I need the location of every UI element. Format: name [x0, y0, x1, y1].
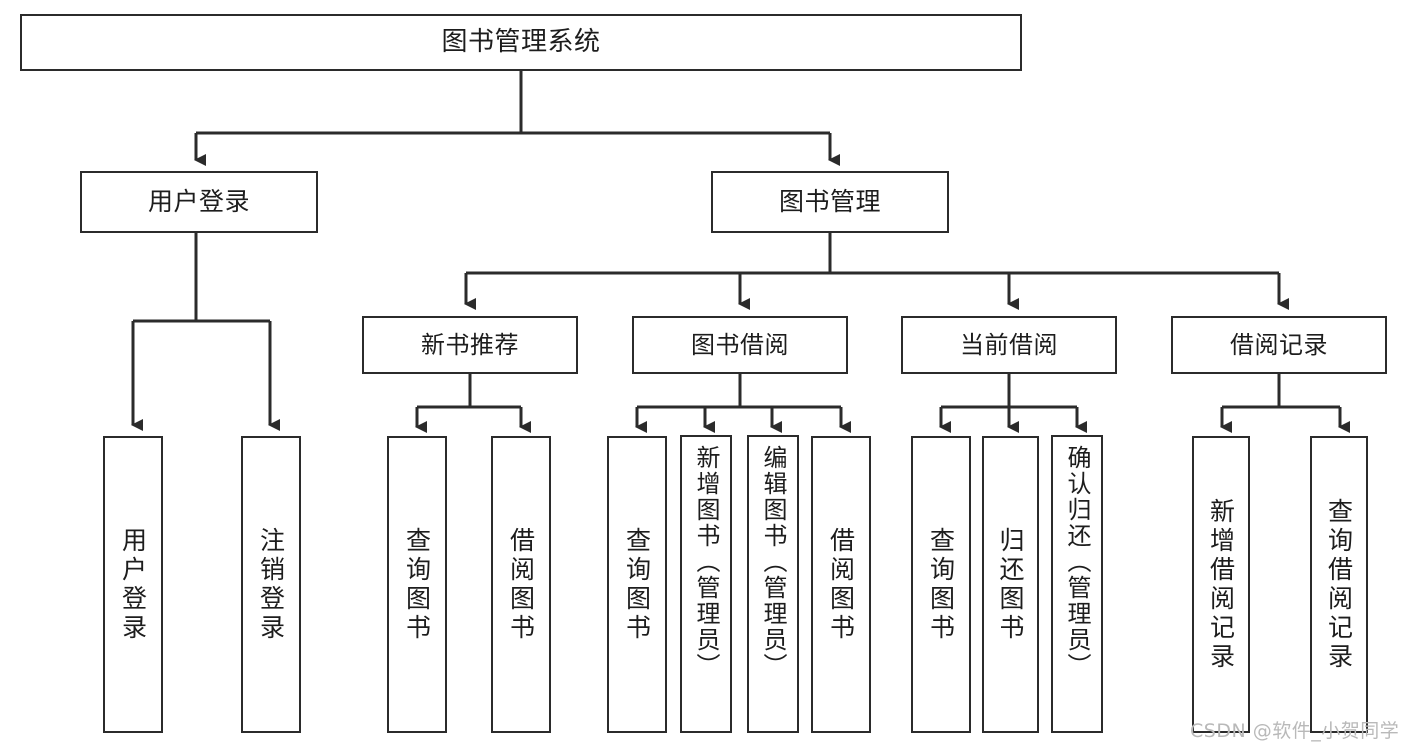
leaf-borrow-book-recommend[interactable]: 借阅图书 [491, 436, 551, 733]
leaf-edit-book-admin[interactable]: 编辑图书（管理员） [747, 435, 799, 733]
leaf-logout-login[interactable]: 注销登录 [241, 436, 301, 733]
leaf-user-login[interactable]: 用户登录 [103, 436, 163, 733]
node-label: 查询图书 [926, 526, 956, 643]
node-user-login[interactable]: 用户登录 [80, 171, 318, 233]
node-label: 新书推荐 [421, 330, 519, 359]
node-current-borrow[interactable]: 当前借阅 [901, 316, 1117, 374]
leaf-query-book-borrow[interactable]: 查询图书 [607, 436, 667, 733]
leaf-borrow-book-borrow[interactable]: 借阅图书 [811, 436, 871, 733]
node-label: 注销登录 [256, 526, 286, 643]
leaf-query-borrow-record[interactable]: 查询借阅记录 [1310, 436, 1368, 733]
node-label: 借阅记录 [1230, 330, 1328, 359]
csdn-watermark: CSDN @软件_小贺同学 [1190, 720, 1400, 742]
leaf-return-book[interactable]: 归还图书 [982, 436, 1039, 733]
node-label: 图书借阅 [691, 330, 789, 359]
leaf-confirm-return-admin[interactable]: 确认归还（管理员） [1051, 435, 1103, 733]
node-label: 当前借阅 [960, 330, 1058, 359]
node-label: 用户登录 [147, 187, 250, 217]
node-label: 查询图书 [402, 526, 432, 643]
node-label: 图书管理系统 [441, 27, 601, 58]
node-label: 图书管理 [778, 187, 881, 217]
leaf-query-book-recommend[interactable]: 查询图书 [387, 436, 447, 733]
node-label: 查询图书 [622, 526, 652, 643]
node-label: 查询借阅记录 [1324, 497, 1354, 672]
node-label: 新增图书（管理员） [692, 445, 720, 679]
leaf-add-borrow-record[interactable]: 新增借阅记录 [1192, 436, 1250, 733]
node-label: 编辑图书（管理员） [759, 445, 787, 679]
node-label: 确认归还（管理员） [1063, 445, 1091, 679]
node-label: 归还图书 [996, 526, 1025, 643]
node-label: 新增借阅记录 [1206, 497, 1236, 672]
node-root-book-management-system[interactable]: 图书管理系统 [20, 14, 1022, 71]
leaf-add-book-admin[interactable]: 新增图书（管理员） [680, 435, 732, 733]
node-book-management[interactable]: 图书管理 [711, 171, 949, 233]
node-book-borrow[interactable]: 图书借阅 [632, 316, 848, 374]
node-borrow-record[interactable]: 借阅记录 [1171, 316, 1387, 374]
node-label: 借阅图书 [506, 526, 536, 643]
node-label: 借阅图书 [826, 526, 856, 643]
node-new-book-recommend[interactable]: 新书推荐 [362, 316, 578, 374]
leaf-query-book-current[interactable]: 查询图书 [911, 436, 971, 733]
node-label: 用户登录 [118, 526, 148, 643]
